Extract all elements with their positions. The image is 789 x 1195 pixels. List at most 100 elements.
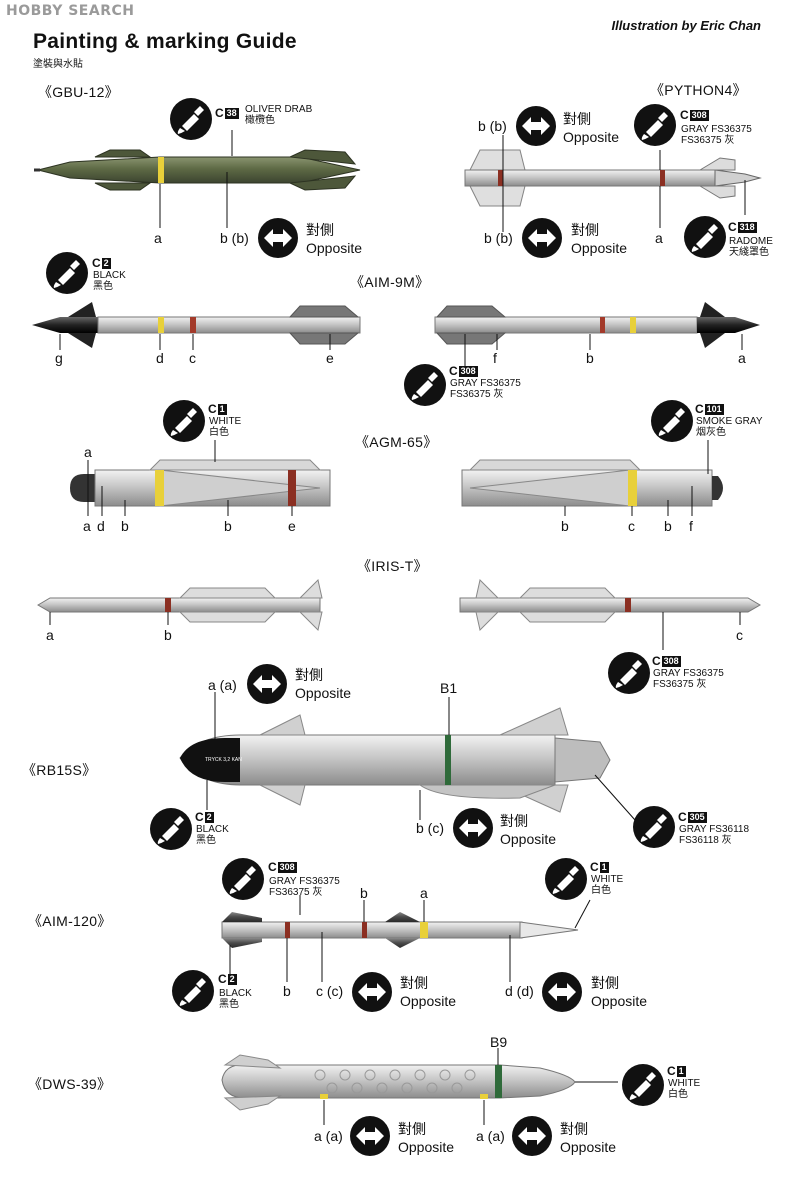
opposite-arrow-icon <box>542 972 582 1012</box>
marker-c-c: c (c) <box>316 983 344 999</box>
marker-b: b <box>224 518 232 534</box>
iris-t-left-drawing <box>37 579 323 631</box>
marker-b: b <box>164 627 172 643</box>
dws39-drawing <box>221 1048 618 1125</box>
marker-b: b <box>121 518 129 534</box>
opposite-arrow-icon <box>512 1116 552 1156</box>
opposite-arrow-icon <box>516 106 556 146</box>
marker-d-d: d (d) <box>505 983 534 999</box>
section-aim9m: 《AIM-9M》 <box>350 274 430 290</box>
gbu12-drawing <box>34 130 361 228</box>
rb15s-drawing: TRYCK 3,2 KAN <box>179 692 636 821</box>
section-python4: 《PYTHON4》 <box>650 82 747 98</box>
marker-b: b <box>360 885 368 901</box>
marker-g: g <box>55 350 63 366</box>
marker-a-a: a (a) <box>314 1128 343 1144</box>
paint-brush-icon <box>633 806 675 848</box>
marker-a: a <box>83 518 91 534</box>
paint-brush-icon <box>222 858 264 900</box>
aim9m-left-drawing <box>32 302 361 350</box>
section-rb15s: 《RB15S》 <box>22 762 97 778</box>
paint-brush-icon <box>634 104 676 146</box>
opposite-arrow-icon <box>522 218 562 258</box>
marker-d: d <box>156 350 164 366</box>
marker-b: b <box>561 518 569 534</box>
marker-b: b <box>586 350 594 366</box>
marker-c: c <box>628 518 635 534</box>
section-agm65: 《AGM-65》 <box>355 434 438 450</box>
marker-a: a <box>655 230 663 246</box>
marker-B9: B9 <box>490 1034 508 1050</box>
opposite-arrow-icon <box>352 972 392 1012</box>
marker-a: a <box>46 627 54 643</box>
marker-f: f <box>689 518 693 534</box>
opposite-arrow-icon <box>350 1116 390 1156</box>
section-gbu12: 《GBU-12》 <box>38 84 119 100</box>
opposite-arrow-icon <box>258 218 298 258</box>
paint-brush-icon <box>172 970 214 1012</box>
paint-brush-icon <box>608 652 650 694</box>
opposite-arrow-icon <box>453 808 493 848</box>
marker-a-a: a (a) <box>208 677 237 693</box>
aim120-drawing <box>220 895 591 982</box>
page-subtitle: 塗裝與水貼 <box>33 59 83 70</box>
opposite-arrow-icon <box>247 664 287 704</box>
paint-brush-icon <box>545 858 587 900</box>
agm65-right-drawing <box>461 440 723 516</box>
watermark: HOBBY SEARCH <box>6 3 135 19</box>
marker-e: e <box>326 350 334 366</box>
paint-brush-icon <box>46 252 88 294</box>
iris-t-right-drawing <box>459 579 761 650</box>
section-iris-t: 《IRIS-T》 <box>357 558 428 574</box>
marker-d: d <box>97 518 105 534</box>
marker-b-b: b (b) <box>484 230 513 246</box>
marker-b: b <box>664 518 672 534</box>
paint-brush-icon <box>150 808 192 850</box>
section-dws39: 《DWS-39》 <box>28 1076 112 1092</box>
marker-b-c: b (c) <box>416 820 444 836</box>
paint-brush-icon <box>622 1064 664 1106</box>
marker-B1: B1 <box>440 680 458 696</box>
paint-brush-icon <box>170 98 212 140</box>
aim9m-right-drawing <box>434 302 760 370</box>
python4-drawing <box>464 135 762 232</box>
marker-a: a <box>154 230 162 246</box>
marker-b-b: b (b) <box>478 118 507 134</box>
agm65-left-drawing <box>70 440 331 516</box>
marker-b: b <box>283 983 291 999</box>
marker-f: f <box>493 350 497 366</box>
marker-a: a <box>420 885 428 901</box>
marker-c: c <box>189 350 196 366</box>
paint-brush-icon <box>404 364 446 406</box>
page-title: Painting & marking Guide <box>33 30 297 53</box>
